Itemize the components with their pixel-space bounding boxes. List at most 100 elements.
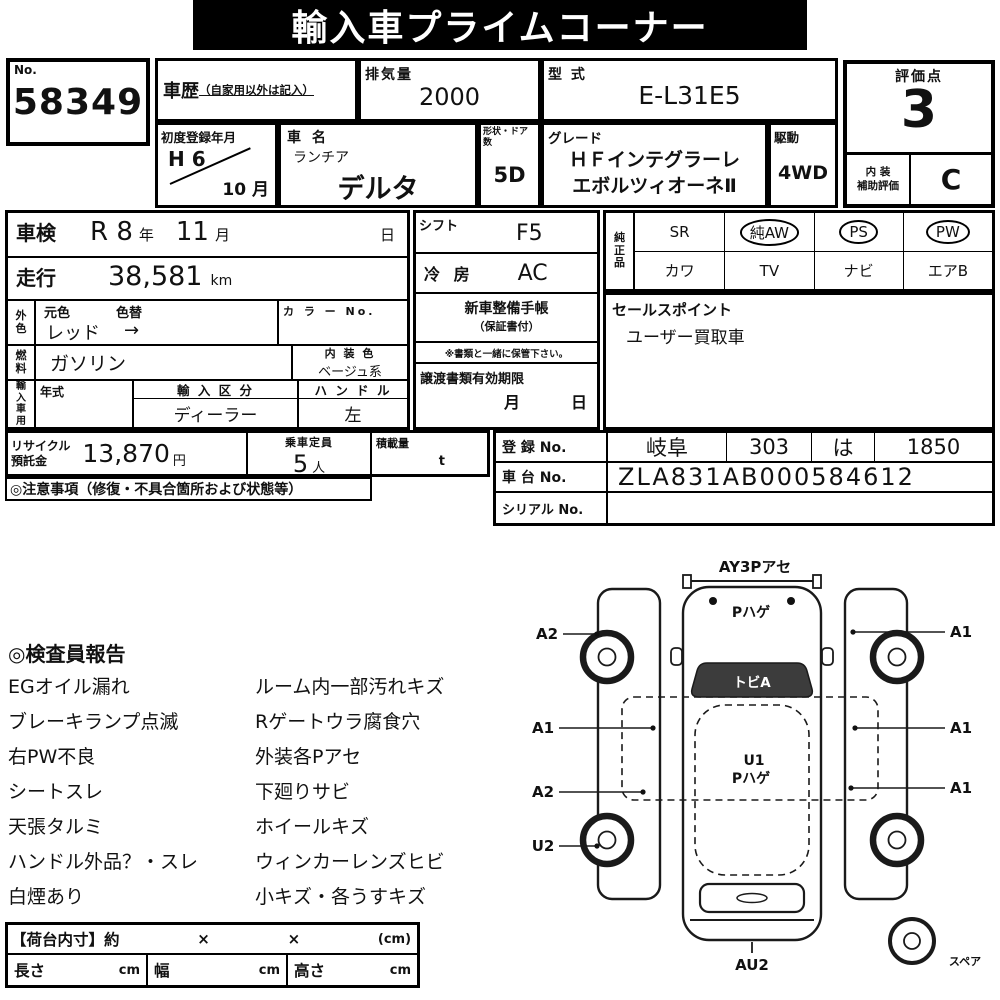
chassis-number-row: 車 台 No. ZLA831AB000584612 (496, 463, 992, 493)
wheel-hub (597, 647, 617, 667)
load-capacity-cell: 積載量 t (372, 433, 487, 474)
model-year-cell: 年式 (36, 381, 134, 427)
drive-label: 駆動 (774, 130, 800, 145)
color-arrow: → (124, 320, 140, 341)
diagram-left-label-1: A1 (532, 719, 554, 737)
wheel-hub (887, 830, 907, 850)
cargo-height-unit: cm (389, 962, 411, 978)
cargo-length-cell: 長さ cm (8, 955, 148, 985)
wheel (579, 812, 635, 868)
recycle-label-1: リサイクル (11, 438, 71, 453)
pointer-lines (559, 631, 945, 847)
drive-value: 4WD (778, 162, 828, 184)
import-class-value: ディーラー (173, 405, 258, 426)
first-registration-box: 初度登録年月 H 6 10 月 (155, 122, 278, 208)
inspection-year-unit: 年 (138, 226, 154, 244)
diagram-right-label-1: A1 (950, 719, 972, 737)
serial-number-row: シリアル No. (496, 493, 992, 523)
center-column: シフト F5 冷 房 AC 新車整備手帳 （保証書付） ※書類と一緒に保管下さい… (413, 210, 600, 430)
factory-options-label: 純正品 (614, 231, 625, 270)
diagram-left-label-0: A2 (536, 625, 558, 643)
service-book-box: 新車整備手帳 （保証書付） ※書類と一緒に保管下さい。 (416, 294, 597, 364)
first-registration-label: 初度登録年月 (161, 130, 237, 145)
report-item: 小キズ・各うすキズ (255, 886, 427, 908)
equip-ps: PS (813, 213, 903, 251)
factory-options-side: 純正品 (606, 213, 635, 289)
transfer-docs-label: 譲渡書類有効期限 (420, 372, 525, 387)
equip-pw-text: PW (925, 220, 970, 244)
equip-airbag-text: エアB (927, 262, 969, 280)
grade-line2: エボルツィオーネⅡ (572, 174, 737, 197)
cargo-values-row: 長さ cm 幅 cm 高さ cm (8, 955, 417, 985)
inspection-day-unit: 日 (379, 226, 395, 244)
color-change-label: 色替 (116, 306, 143, 321)
serial-number-value (608, 493, 618, 523)
diagram-roof-label-2: Pハゲ (732, 770, 770, 787)
report-item: ルーム内一部汚れキズ (255, 676, 445, 698)
fuel-side-label: 燃料 (8, 346, 36, 379)
report-item: 外装各Pアセ (255, 746, 362, 768)
diagram-left-label-2: A2 (532, 783, 554, 801)
seating-capacity-unit: 人 (312, 461, 326, 476)
equip-tv-text: TV (759, 261, 780, 280)
service-book-line1: 新車整備手帳 (464, 301, 549, 317)
wheel (869, 629, 925, 685)
transfer-docs-day: 日 (570, 393, 587, 412)
score-label: 評価点 (895, 69, 943, 85)
registration-region: 岐阜 (646, 436, 688, 460)
diagram-bottom-label: AU2 (735, 956, 769, 974)
sales-point-value: ユーザー買取車 (626, 328, 745, 348)
score-value: 3 (900, 80, 938, 140)
cargo-height-cell: 高さ cm (288, 955, 417, 985)
car-body-top-view (681, 585, 823, 942)
cargo-length-label: 長さ (14, 962, 46, 980)
body-doors-value: 5D (493, 162, 526, 187)
car-name-label: 車 名 (287, 130, 329, 146)
first-registration-month: 10 月 (222, 180, 269, 200)
inspection-year: R 8 (90, 217, 133, 247)
history-note: （自家用以外は記入） (199, 83, 314, 97)
report-item: ホイールキズ (255, 816, 370, 838)
equip-aw-text: 純AW (739, 218, 800, 246)
rear-plate (736, 892, 768, 904)
equip-ps-text: PS (839, 220, 878, 244)
score-top: 評価点 3 (847, 64, 991, 155)
cargo-unit-header: (cm) (377, 931, 412, 947)
cargo-width-cell: 幅 cm (148, 955, 288, 985)
interior-eval-value: C (940, 163, 962, 196)
body-doors-box: 形状・ドア数 5D (478, 122, 541, 208)
import-class-cell: 輸 入 区 分 ディーラー (134, 381, 299, 427)
exterior-color-value: レッド (46, 323, 100, 344)
report-item: 右PW不良 (8, 746, 96, 768)
sheet-number: 58349 (12, 81, 144, 123)
load-capacity-unit: t (438, 454, 445, 469)
grade-line1: ＨＦインテグラーレ (568, 149, 740, 171)
diagram-right-label-2: A1 (950, 779, 972, 797)
car-name-box: 車 名 ランチア デルタ (278, 122, 478, 208)
shift-value: F5 (516, 221, 543, 246)
wheel-hub (887, 647, 907, 667)
interior-eval-label: 内 装 補助評価 (847, 155, 911, 204)
exterior-color-main: 元色 色替 レッド → (36, 301, 277, 344)
serial-number-label: シリアル No. (496, 493, 608, 523)
import-label: 輸入車用 (16, 381, 26, 427)
recycle-deposit-unit: 円 (172, 454, 186, 469)
spare-tire-hub (903, 932, 921, 950)
registration-number-row: 登 録 No. 岐阜 303 は 1850 (496, 433, 992, 463)
drive-box: 駆動 4WD (768, 122, 838, 208)
cargo-x2: × (287, 930, 301, 948)
shift-label: シフト (419, 219, 459, 234)
model-code-box: 型 式 E-L31E5 (541, 58, 838, 122)
inspection-month: 11 (175, 217, 209, 247)
car-model: デルタ (337, 174, 419, 205)
headlight-dot (709, 597, 717, 605)
equip-navi: ナビ (813, 251, 903, 289)
report-item: Rゲートウラ腐食穴 (255, 711, 421, 733)
car-brand: ランチア (293, 150, 349, 166)
transfer-docs-month: 月 (504, 393, 521, 412)
import-row: 輸入車用 年式 輸 入 区 分 ディーラー ハ ン ド ル 左 (8, 381, 407, 427)
cargo-height-label: 高さ (294, 962, 326, 980)
inspector-report-right: ルーム内一部汚れキズ Rゲートウラ腐食穴 外装各Pアセ 下廻りサビ ホイールキズ… (255, 670, 507, 915)
windshield (690, 662, 814, 698)
